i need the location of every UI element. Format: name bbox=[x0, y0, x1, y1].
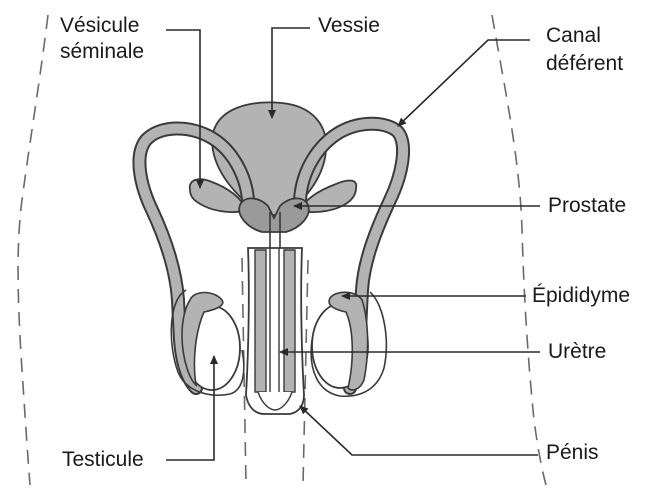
leader-canal bbox=[398, 40, 530, 126]
label-epididyme: Épididyme bbox=[532, 284, 630, 308]
label-vesicule-line2: séminale bbox=[60, 40, 144, 64]
label-penis: Pénis bbox=[546, 441, 599, 465]
label-prostate: Prostate bbox=[548, 194, 626, 218]
body-outline-right bbox=[492, 15, 546, 485]
label-uretre: Urètre bbox=[548, 340, 606, 364]
penis-shape bbox=[246, 248, 304, 414]
label-vessie: Vessie bbox=[318, 14, 380, 38]
label-vesicule-line1: Vésicule bbox=[60, 14, 139, 38]
leader-vesicule bbox=[166, 30, 200, 188]
label-testicule: Testicule bbox=[62, 448, 144, 472]
body-outline-left bbox=[18, 15, 48, 485]
label-canal-line2: déférent bbox=[546, 52, 623, 76]
label-canal-line1: Canal bbox=[546, 24, 601, 48]
leader-penis bbox=[300, 406, 538, 455]
thigh-inner-right bbox=[303, 260, 308, 485]
